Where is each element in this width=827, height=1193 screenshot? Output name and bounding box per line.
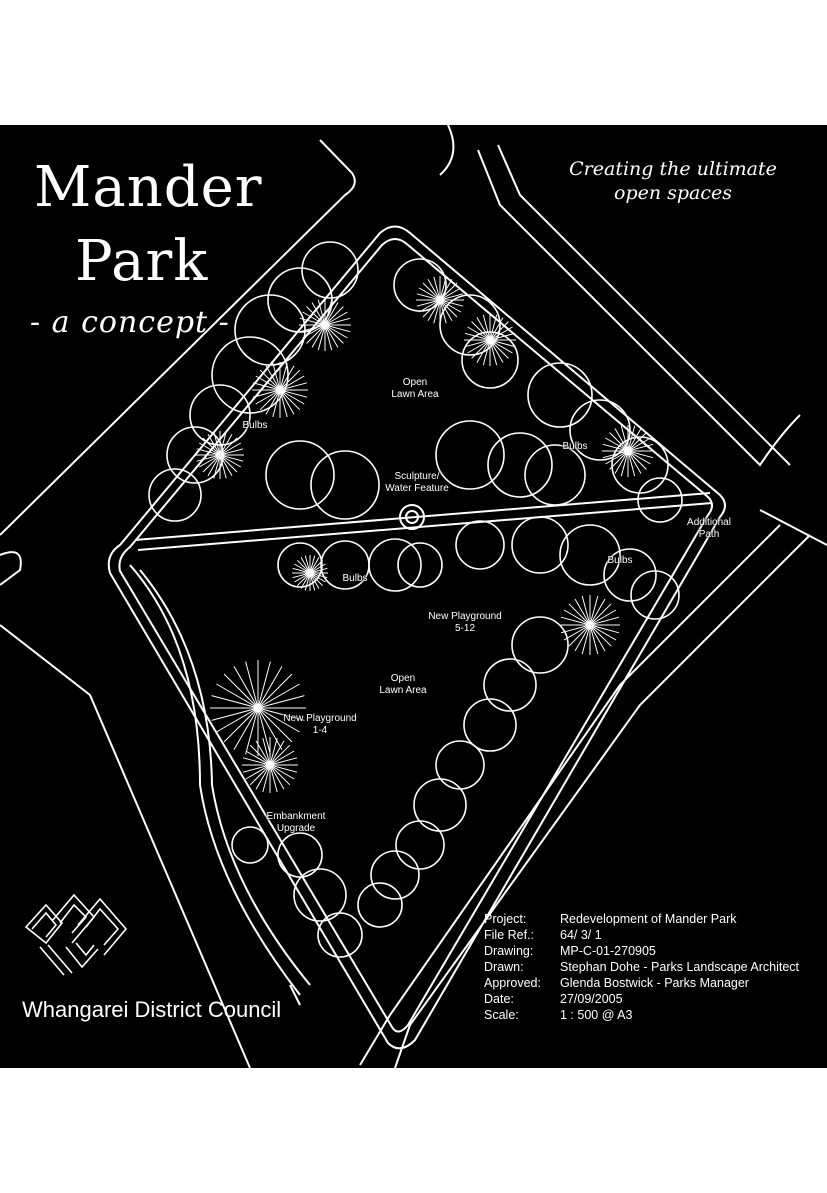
tree-canopy <box>265 440 335 510</box>
info-value: 27/09/2005 <box>560 992 623 1006</box>
park-concept-poster: Mander Park - a concept - Creating the u… <box>0 125 827 1068</box>
info-row-project: Project: Redevelopment of Mander Park <box>484 911 799 927</box>
tree-canopy <box>630 570 680 620</box>
feature-tree-star <box>196 431 244 479</box>
feature-tree-star <box>252 362 308 418</box>
label-additional-path: Additional Path <box>687 517 731 540</box>
info-value: Stephan Dohe - Parks Landscape Architect <box>560 960 800 974</box>
tree-canopy <box>413 778 467 832</box>
label-bulbs-centre: Bulbs <box>342 573 368 584</box>
info-key: Drawn: <box>484 960 524 974</box>
feature-tree-star <box>210 660 306 756</box>
feature-tree-star <box>416 276 464 324</box>
tree-canopy <box>511 616 569 674</box>
label-embankment: Embankment Upgrade <box>266 811 326 834</box>
tree-canopy <box>439 294 501 356</box>
tree-canopy <box>148 468 202 522</box>
info-key: Drawing: <box>484 944 534 958</box>
info-row-scale: Scale: 1 : 500 @ A3 <box>484 1007 799 1023</box>
feature-tree-star <box>292 555 328 591</box>
title-line-1: Mander <box>34 155 263 220</box>
info-key: Scale: <box>484 1008 519 1022</box>
park-plan-map <box>0 125 827 1068</box>
tree-canopy <box>569 399 631 461</box>
tree-canopy <box>317 912 363 958</box>
label-playground-1-4: New Playground 1-4 <box>283 713 357 736</box>
tree-canopy <box>231 826 269 864</box>
tree-canopy <box>487 432 553 498</box>
tree-canopy <box>463 698 517 752</box>
tree-canopies <box>148 241 683 958</box>
tree-canopy <box>310 450 380 520</box>
tree-canopy <box>368 538 422 592</box>
label-playground-5-12: New Playground 5-12 <box>428 611 502 634</box>
info-row-approved: Approved: Glenda Bostwick - Parks Manager <box>484 975 799 991</box>
tree-canopy <box>370 850 420 900</box>
label-lawn-north: Open Lawn Area <box>391 377 439 400</box>
info-row-date: Date: 27/09/2005 <box>484 991 799 1007</box>
title-line-2: Park <box>75 229 209 294</box>
feature-tree-star <box>602 425 654 477</box>
tree-canopy <box>357 882 403 928</box>
label-bulbs-east: Bulbs <box>562 441 588 452</box>
info-row-file-ref: File Ref.: 64/ 3/ 1 <box>484 927 799 943</box>
tree-canopy <box>301 241 359 299</box>
tree-canopy <box>483 658 537 712</box>
feature-tree-star <box>299 299 351 351</box>
label-lawn-south: Open Lawn Area <box>379 673 427 696</box>
council-name: Whangarei District Council <box>22 997 282 1022</box>
tree-canopy <box>277 832 323 878</box>
info-key: Approved: <box>484 976 541 990</box>
feature-tree-star <box>242 737 298 793</box>
info-value: 64/ 3/ 1 <box>560 928 602 942</box>
feature-tree-star <box>560 595 620 655</box>
info-value: Redevelopment of Mander Park <box>560 912 737 926</box>
tree-canopy <box>277 542 323 588</box>
park-boundary <box>107 225 726 1050</box>
label-sculpture: Sculpture/ Water Feature <box>385 471 449 494</box>
info-value: Glenda Bostwick - Parks Manager <box>560 976 749 990</box>
tree-canopy <box>293 868 347 922</box>
surrounding-roads <box>0 125 827 1068</box>
tagline: Creating the ultimate open spaces <box>553 157 793 205</box>
info-value: 1 : 500 @ A3 <box>560 1008 633 1022</box>
title-line-3: - a concept - <box>30 305 230 340</box>
tree-canopy <box>395 820 445 870</box>
tree-canopy <box>524 444 586 506</box>
tree-canopy <box>397 542 443 588</box>
tagline-line-1: Creating the ultimate <box>569 158 777 180</box>
label-bulbs-west: Bulbs <box>242 420 268 431</box>
tree-canopy <box>527 362 593 428</box>
info-key: Date: <box>484 992 514 1006</box>
info-row-drawn: Drawn: Stephan Dohe - Parks Landscape Arc… <box>484 959 799 975</box>
tree-canopy <box>611 436 669 494</box>
project-info-block: Project: Redevelopment of Mander Park Fil… <box>484 911 799 1023</box>
tree-canopy <box>603 548 657 602</box>
info-key: File Ref.: <box>484 928 535 942</box>
tree-canopy <box>435 420 505 490</box>
tree-canopy <box>435 740 485 790</box>
feature-tree-star <box>464 314 516 366</box>
tagline-line-2: open spaces <box>614 182 732 204</box>
info-value: MP-C-01-270905 <box>560 944 656 958</box>
tree-canopy <box>637 477 683 523</box>
council-logo-icon <box>24 893 128 976</box>
label-bulbs-southeast: Bulbs <box>607 555 633 566</box>
tree-canopy <box>559 524 621 586</box>
tree-canopy <box>455 520 505 570</box>
info-key: Project: <box>484 912 527 926</box>
sculpture-feature-marker <box>399 504 425 530</box>
tree-canopy <box>511 516 569 574</box>
tree-canopy <box>234 294 306 366</box>
info-row-drawing: Drawing: MP-C-01-270905 <box>484 943 799 959</box>
